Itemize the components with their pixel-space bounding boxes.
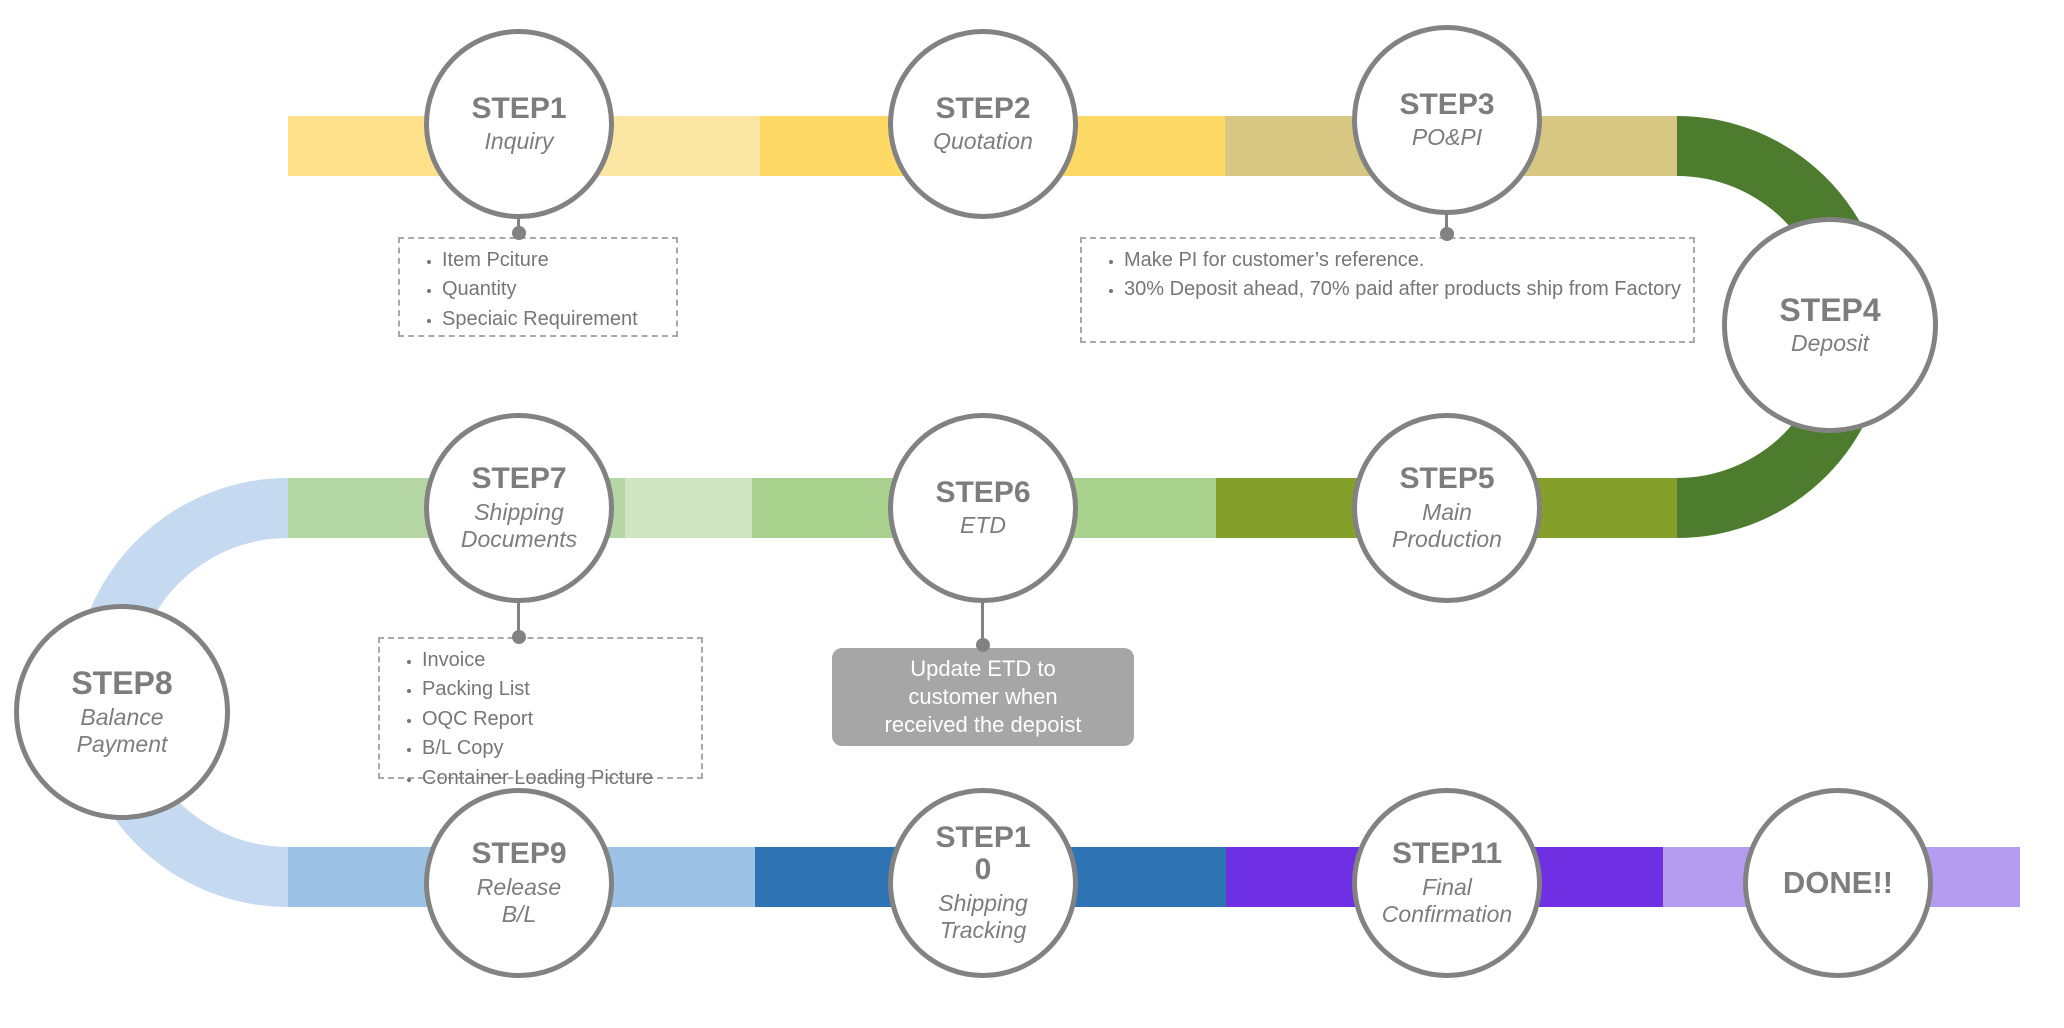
step1-title: STEP1 (471, 91, 567, 125)
step9-subtitle: Release B/L (476, 873, 562, 927)
step1-connector-dot (512, 226, 526, 240)
step5-title: STEP5 (1399, 462, 1495, 496)
step6-node: STEP6 ETD (888, 413, 1078, 603)
step2-subtitle: Quotation (933, 128, 1033, 155)
step7-note-item: Container Loading Picture (422, 765, 701, 791)
step3-notes-list: Make PI for customer’s reference. 30% De… (1082, 247, 1693, 303)
band-middle-segment-2 (625, 478, 752, 538)
step7-title: STEP7 (471, 462, 567, 496)
step4-node: STEP4 Deposit (1722, 217, 1938, 433)
step1-subtitle: Inquiry (484, 128, 554, 155)
step9-title: STEP9 (471, 837, 567, 871)
step2-node: STEP2 Quotation (888, 29, 1078, 219)
step5-subtitle: Main Production (1392, 498, 1502, 552)
step3-note-item: 30% Deposit ahead, 70% paid after produc… (1124, 276, 1693, 302)
step11-node: STEP11 Final Confirmation (1352, 788, 1542, 978)
step7-notes-box: Invoice Packing List OQC Report B/L Copy… (378, 637, 703, 789)
step1-note-item: Item Pciture (442, 247, 676, 273)
step8-node: STEP8 Balance Payment (14, 604, 230, 820)
step1-note-item: Speciaic Requirement (442, 306, 676, 332)
step3-subtitle: PO&PI (1411, 124, 1483, 151)
step6-callout: Update ETD to customer when received the… (832, 648, 1134, 747)
done-title: DONE!! (1782, 865, 1894, 901)
step7-note-item: Packing List (422, 676, 701, 702)
step5-node: STEP5 Main Production (1352, 413, 1542, 603)
step1-notes-list: Item Pciture Quantity Speciaic Requireme… (400, 247, 676, 332)
step1-notes-box: Item Pciture Quantity Speciaic Requireme… (398, 237, 678, 337)
step8-title: STEP8 (71, 665, 173, 702)
step3-node: STEP3 PO&PI (1352, 25, 1542, 215)
step7-connector-dot (512, 630, 526, 644)
step7-node: STEP7 Shipping Documents (424, 413, 614, 603)
step9-node: STEP9 Release B/L (424, 788, 614, 978)
step1-note-item: Quantity (442, 276, 676, 302)
step2-title: STEP2 (935, 91, 1031, 125)
step10-title: STEP1 0 (935, 820, 1031, 887)
step1-connector-line (517, 214, 520, 230)
step3-note-item: Make PI for customer’s reference. (1124, 247, 1693, 273)
step7-note-item: B/L Copy (422, 735, 701, 761)
step10-subtitle: Shipping Tracking (938, 889, 1028, 943)
step7-connector-line (517, 598, 520, 634)
step7-notes-list: Invoice Packing List OQC Report B/L Copy… (380, 647, 701, 791)
step1-node: STEP1 Inquiry (424, 29, 614, 219)
step6-connector-dot (976, 638, 990, 652)
step11-subtitle: Final Confirmation (1381, 873, 1513, 927)
step8-subtitle: Balance Payment (76, 703, 168, 757)
step7-note-item: OQC Report (422, 706, 701, 732)
done-node: DONE!! (1743, 788, 1933, 978)
step6-subtitle: ETD (960, 512, 1006, 539)
step4-subtitle: Deposit (1791, 330, 1869, 357)
step6-connector-line (981, 598, 984, 642)
step10-node: STEP1 0 Shipping Tracking (888, 788, 1078, 978)
step3-connector-dot (1440, 227, 1454, 241)
step6-title: STEP6 (935, 475, 1031, 509)
step7-subtitle: Shipping Documents (460, 498, 578, 552)
step3-title: STEP3 (1399, 87, 1495, 121)
step7-note-item: Invoice (422, 647, 701, 673)
step11-title: STEP11 (1391, 837, 1503, 871)
step3-connector-line (1445, 210, 1448, 230)
step3-notes-box: Make PI for customer’s reference. 30% De… (1080, 237, 1695, 343)
step4-title: STEP4 (1779, 291, 1881, 328)
